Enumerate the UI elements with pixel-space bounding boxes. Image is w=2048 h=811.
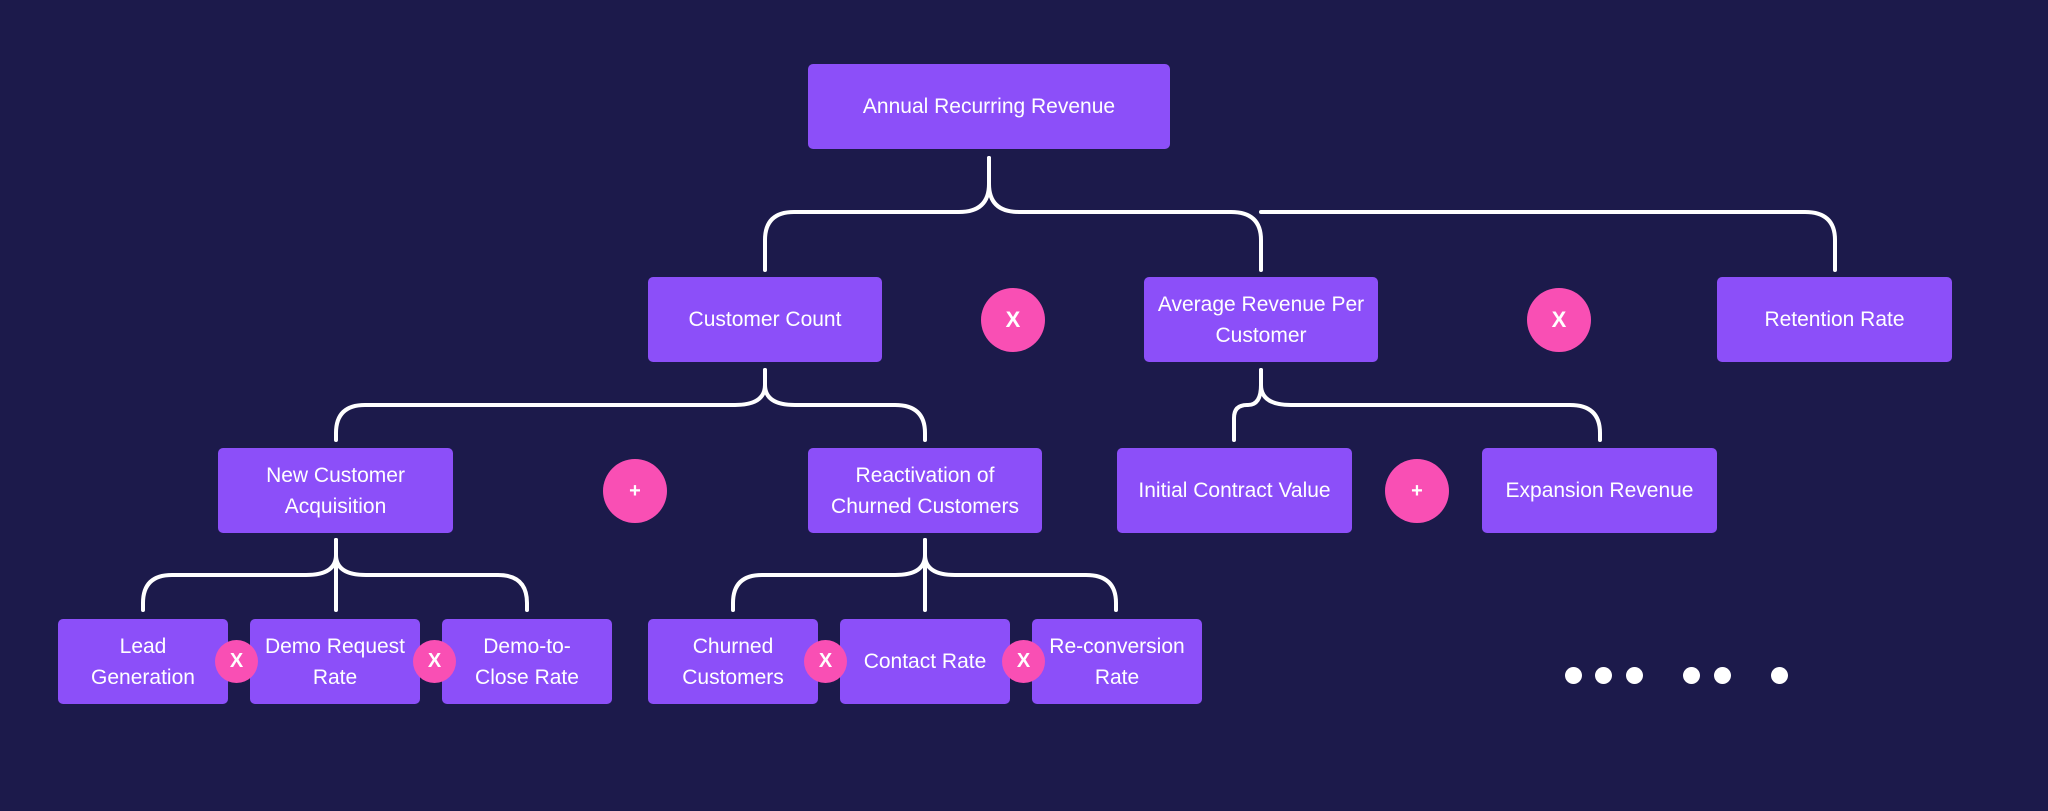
connector-arr-customer-count bbox=[763, 156, 991, 272]
connector-nca-lead bbox=[141, 538, 338, 612]
add-operator: + bbox=[603, 459, 667, 523]
node-retention-rate[interactable]: Retention Rate bbox=[1717, 277, 1952, 362]
node-annual-recurring-revenue[interactable]: Annual Recurring Revenue bbox=[808, 64, 1170, 149]
ellipsis-dot bbox=[1595, 667, 1612, 684]
node-expansion-revenue[interactable]: Expansion Revenue bbox=[1482, 448, 1717, 533]
ellipsis-dot bbox=[1565, 667, 1582, 684]
connector-arr-retention bbox=[1259, 210, 1837, 272]
node-initial-contract-value[interactable]: Initial Contract Value bbox=[1117, 448, 1352, 533]
node-lead-generation[interactable]: Lead Generation bbox=[58, 619, 228, 704]
node-demo-request-rate[interactable]: Demo Request Rate bbox=[250, 619, 420, 704]
connector-arpc-initial bbox=[1232, 368, 1263, 442]
node-new-customer-acquisition[interactable]: New Customer Acquisition bbox=[218, 448, 453, 533]
connector-arpc-expansion bbox=[1259, 368, 1602, 442]
multiply-operator: X bbox=[1527, 288, 1591, 352]
connector-reactivation-churned bbox=[731, 538, 927, 612]
node-average-revenue-per-customer[interactable]: Average Revenue Per Customer bbox=[1144, 277, 1378, 362]
multiply-operator: X bbox=[215, 640, 258, 683]
node-contact-rate[interactable]: Contact Rate bbox=[840, 619, 1010, 704]
connector-customer-count-new bbox=[334, 368, 767, 442]
node-churned-customers[interactable]: Churned Customers bbox=[648, 619, 818, 704]
multiply-operator: X bbox=[981, 288, 1045, 352]
connector-customer-count-reactivation bbox=[763, 368, 927, 442]
multiply-operator: X bbox=[804, 640, 847, 683]
ellipsis-dot bbox=[1771, 667, 1788, 684]
connector-arr-arpc bbox=[987, 156, 1263, 272]
ellipsis-dot bbox=[1714, 667, 1731, 684]
node-re-conversion-rate[interactable]: Re-conversion Rate bbox=[1032, 619, 1202, 704]
multiply-operator: X bbox=[413, 640, 456, 683]
connector-reactivation-reconversion bbox=[923, 538, 1118, 612]
connector-nca-demo-close bbox=[334, 538, 529, 612]
node-customer-count[interactable]: Customer Count bbox=[648, 277, 882, 362]
node-reactivation-of-churned-customers[interactable]: Reactivation of Churned Customers bbox=[808, 448, 1042, 533]
add-operator: + bbox=[1385, 459, 1449, 523]
ellipsis-dot bbox=[1626, 667, 1643, 684]
ellipsis-dot bbox=[1683, 667, 1700, 684]
node-demo-to-close-rate[interactable]: Demo-to-Close Rate bbox=[442, 619, 612, 704]
multiply-operator: X bbox=[1002, 640, 1045, 683]
